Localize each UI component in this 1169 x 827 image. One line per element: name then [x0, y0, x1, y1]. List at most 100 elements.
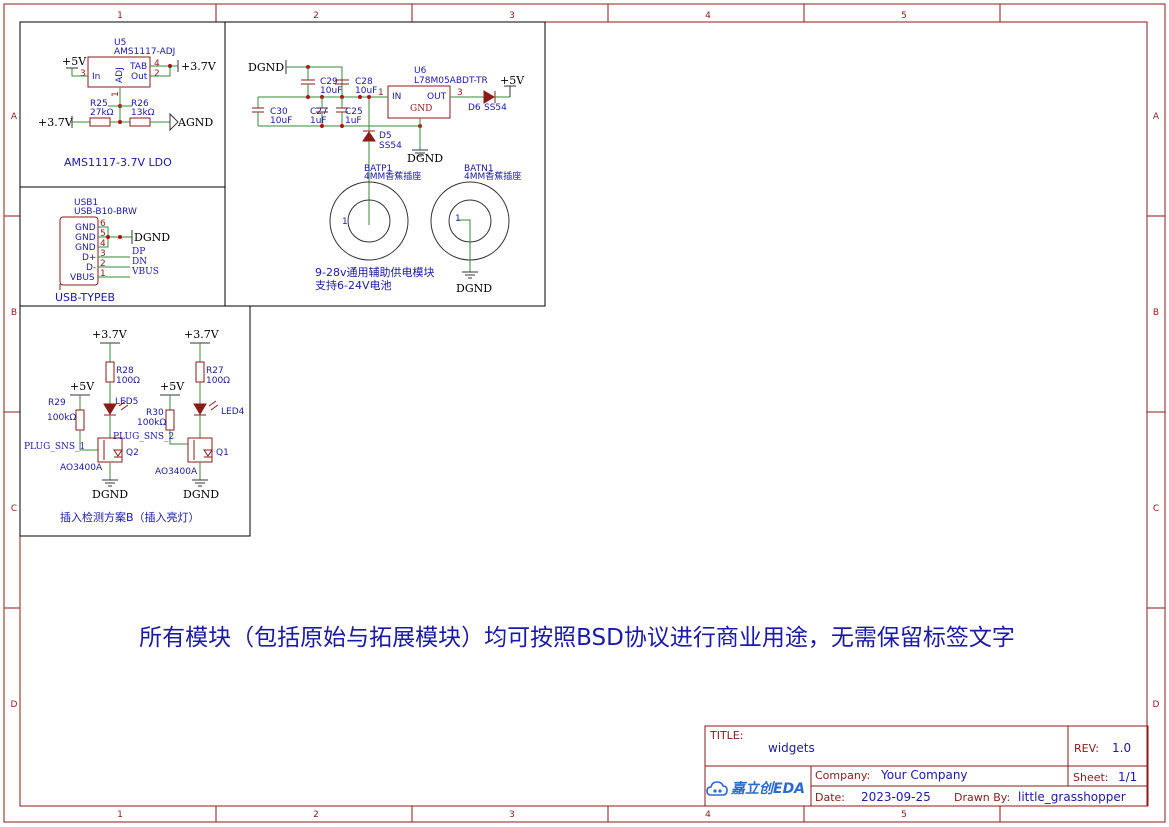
batn1-part: 4MM香蕉插座	[464, 170, 521, 182]
net-3v7-led5: +3.7V	[92, 328, 128, 341]
net-3v7-ldo-out: +3.7V	[181, 60, 217, 73]
c29-value: 10uF	[320, 86, 342, 96]
r28-value: 100Ω	[116, 376, 140, 386]
net-dp: DP	[132, 247, 145, 257]
net-dgnd-aux-top: DGND	[248, 61, 284, 74]
row-label-d-right: D	[1153, 700, 1160, 710]
r27-ref: R27	[206, 366, 224, 376]
u5-pin-num-3: 3	[80, 69, 86, 79]
net-dgnd-q2: DGND	[92, 488, 128, 501]
col-label-4: 4	[705, 11, 711, 21]
c28-ref: C28	[355, 77, 373, 87]
u5-pin-in: In	[92, 72, 100, 82]
net-3v7-led4: +3.7V	[184, 328, 220, 341]
sheet-value: 1/1	[1118, 770, 1137, 784]
u5-ref: U5	[114, 38, 126, 48]
c27-value: 1uF	[310, 116, 327, 126]
r25-value: 27kΩ	[90, 108, 114, 118]
aux-caption-line2: 支持6-24V电池	[315, 278, 392, 292]
col-label-4-bottom: 4	[705, 810, 711, 820]
row-label-d: D	[11, 700, 18, 710]
led4-ref: LED4	[221, 407, 245, 417]
col-label-2: 2	[313, 11, 319, 21]
led5-diode	[103, 403, 117, 415]
c25-ref: C25	[345, 107, 363, 117]
u5-pin-num-2: 2	[154, 69, 160, 79]
usb1-pin-num-1: 1	[100, 269, 106, 279]
row-label-c-right: C	[1153, 504, 1159, 514]
d5-ref: D5	[379, 131, 392, 141]
usb1-pin-num-3: 3	[100, 249, 106, 259]
q1-part: AO3400A	[155, 467, 198, 477]
r27-value: 100Ω	[206, 376, 230, 386]
title-block: TITLE: widgets REV: 1.0 Company: Your Co…	[704, 725, 1149, 807]
net-vbus: VBUS	[131, 267, 159, 277]
drawn-by-value: little_grasshopper	[1018, 790, 1126, 804]
r26-ref: R26	[131, 99, 149, 109]
col-label-3: 3	[509, 11, 515, 21]
usb1-pin-gnd-5: GND	[75, 233, 96, 243]
col-label-1-bottom: 1	[117, 810, 123, 820]
u6-ref: U6	[414, 66, 427, 76]
r29-body	[75, 409, 85, 431]
q2-part: AO3400A	[60, 463, 103, 473]
u6-pin-num-1: 1	[378, 88, 384, 98]
u6-body	[387, 85, 451, 119]
c28-value: 10uF	[355, 86, 377, 96]
usb-caption: USB-TYPEB	[55, 291, 115, 304]
usb1-pin-dn: D-	[86, 263, 96, 273]
usb1-pin-num-5: 5	[100, 229, 106, 239]
net-dgnd-usb: DGND	[134, 231, 170, 244]
r29-ref: R29	[48, 398, 66, 408]
r26-body	[129, 117, 151, 127]
col-label-1: 1	[117, 11, 123, 21]
net-plug-sns-1: PLUG_SNS_1	[24, 442, 85, 452]
d6-diode	[483, 90, 495, 104]
ldo-caption: AMS1117-3.7V LDO	[64, 156, 172, 169]
u5-pin-adj: ADJ	[115, 67, 125, 83]
plug-detect-module: +3.7V R28 100Ω LED5 +5V R29 100kΩ PLUG_S…	[19, 305, 251, 537]
usb1-pin-gnd-6: GND	[75, 223, 96, 233]
batn1-pin-num: 1	[455, 214, 461, 224]
net-plug-sns-2: PLUG_SNS_2	[113, 432, 174, 442]
led4-diode	[193, 403, 207, 415]
r30-body	[165, 409, 175, 431]
sheet-label: Sheet:	[1073, 771, 1109, 784]
c25-value: 1uF	[345, 116, 362, 126]
d5-value: SS54	[379, 141, 402, 151]
usb1-body	[59, 216, 99, 286]
aux-power-module: DGND C29 10uF C28 10uF C30 10uF C27 1uF …	[224, 21, 546, 307]
d6-ref: D6	[468, 103, 481, 113]
usb1-part: USB-B10-BRW	[74, 207, 137, 217]
net-dgnd-q1: DGND	[183, 488, 219, 501]
rev-label: REV:	[1074, 742, 1099, 755]
date-label: Date:	[815, 791, 845, 804]
u6-pin-in: IN	[392, 92, 401, 102]
batp1-ref: BATP1	[364, 164, 392, 174]
net-agnd: AGND	[177, 116, 213, 129]
batn1-ref: BATN1	[464, 164, 494, 174]
net-dn: DN	[132, 257, 147, 267]
col-label-2-bottom: 2	[313, 810, 319, 820]
r27-body	[195, 361, 205, 383]
c30-ref: C30	[270, 107, 288, 117]
u5-pin-num-1: 1	[111, 91, 121, 97]
row-label-a-right: A	[1153, 112, 1160, 122]
c27-ref: C27	[310, 107, 328, 117]
usb1-pin-gnd-4: GND	[75, 243, 96, 253]
r28-ref: R28	[116, 366, 134, 376]
net-dgnd-aux-bottom: DGND	[456, 282, 492, 295]
r25-body	[89, 117, 111, 127]
net-dgnd-aux-mid: DGND	[407, 152, 443, 165]
net-3v7-ldo-in: +3.7V	[38, 116, 74, 129]
u5-pin-out: Out	[131, 72, 148, 82]
batp1-part: 4MM香蕉插座	[364, 170, 421, 182]
drawing-frame: 1 2 3 4 5 1 2 3 4 5 A B C D A B C D	[3, 3, 1166, 823]
r25-ref: R25	[90, 99, 108, 109]
usb1-pin-num-2: 2	[100, 259, 106, 269]
license-notice: 所有模块（包括原始与拓展模块）均可按照BSD协议进行商业用途，无需保留标签文字	[139, 625, 1015, 651]
r28-body	[105, 361, 115, 383]
u5-part: AMS1117-ADJ	[114, 47, 175, 57]
c29-ref: C29	[320, 77, 338, 87]
